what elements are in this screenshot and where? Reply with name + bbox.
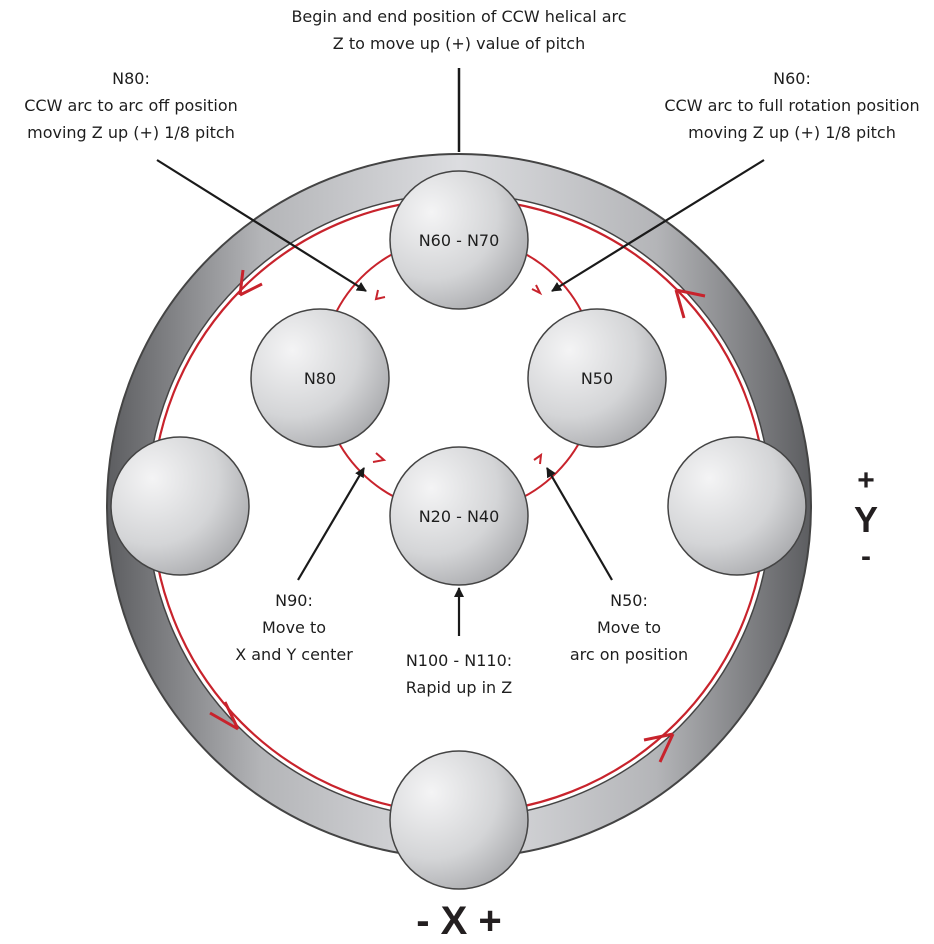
- tool-outer-bottom: [389, 750, 529, 890]
- svg-text:Rapid up in Z: Rapid up in Z: [406, 678, 512, 697]
- svg-text:N80: N80: [304, 369, 336, 388]
- annotation-n90: N90: Move to X and Y center: [235, 591, 353, 664]
- svg-text:Begin and end position of CCW: Begin and end position of CCW helical ar…: [291, 7, 626, 26]
- path-arrow-lower-left: [209, 701, 240, 731]
- path-arrow-upper-left: [238, 269, 263, 297]
- tool-left: N80: [250, 308, 390, 448]
- annotation-n100: N100 - N110: Rapid up in Z: [406, 651, 512, 697]
- annotation-top: Begin and end position of CCW helical ar…: [291, 7, 626, 53]
- svg-text:-: -: [861, 540, 871, 573]
- tool-outer-left: [110, 436, 250, 576]
- y-axis-label: + Y -: [854, 464, 878, 573]
- svg-text:Y: Y: [854, 499, 878, 540]
- svg-text:N50: N50: [581, 369, 613, 388]
- tool-top: N60 - N70: [389, 170, 529, 310]
- annotation-n60: N60: CCW arc to full rotation position m…: [664, 69, 919, 142]
- n80-leader-arrow: [156, 159, 367, 292]
- svg-text:N100 - N110:: N100 - N110:: [406, 651, 512, 670]
- svg-text:N50:: N50:: [610, 591, 648, 610]
- n50-leader-arrow: [546, 467, 613, 581]
- path-arrow-upper-right: [674, 288, 706, 319]
- svg-text:N20 - N40: N20 - N40: [419, 507, 500, 526]
- svg-text:X and Y center: X and Y center: [235, 645, 353, 664]
- svg-text:Move to: Move to: [597, 618, 661, 637]
- path-arrow-lower-right: [643, 732, 675, 763]
- x-axis-label: - X +: [416, 899, 502, 943]
- svg-text:moving Z up (+) 1/8 pitch: moving Z up (+) 1/8 pitch: [27, 123, 235, 142]
- tool-outer-right: [667, 436, 807, 576]
- svg-text:moving Z up (+) 1/8 pitch: moving Z up (+) 1/8 pitch: [688, 123, 896, 142]
- svg-text:N90:: N90:: [275, 591, 313, 610]
- svg-text:Move to: Move to: [262, 618, 326, 637]
- svg-text:Z to move up (+) value of pitc: Z to move up (+) value of pitch: [333, 34, 585, 53]
- tool-right: N50: [527, 308, 667, 448]
- n90-leader-arrow: [297, 467, 365, 581]
- annotation-n50: N50: Move to arc on position: [570, 591, 688, 664]
- svg-text:arc on position: arc on position: [570, 645, 688, 664]
- annotation-n80: N80: CCW arc to arc off position moving …: [24, 69, 238, 142]
- svg-text:CCW arc to arc off position: CCW arc to arc off position: [24, 96, 238, 115]
- svg-text:N80:: N80:: [112, 69, 150, 88]
- svg-text:+: +: [857, 464, 875, 497]
- n60-leader-arrow: [551, 159, 765, 292]
- svg-text:CCW arc to full rotation posit: CCW arc to full rotation position: [664, 96, 919, 115]
- tool-center: N20 - N40: [389, 446, 529, 586]
- svg-text:N60 - N70: N60 - N70: [419, 231, 500, 250]
- svg-text:N60:: N60:: [773, 69, 811, 88]
